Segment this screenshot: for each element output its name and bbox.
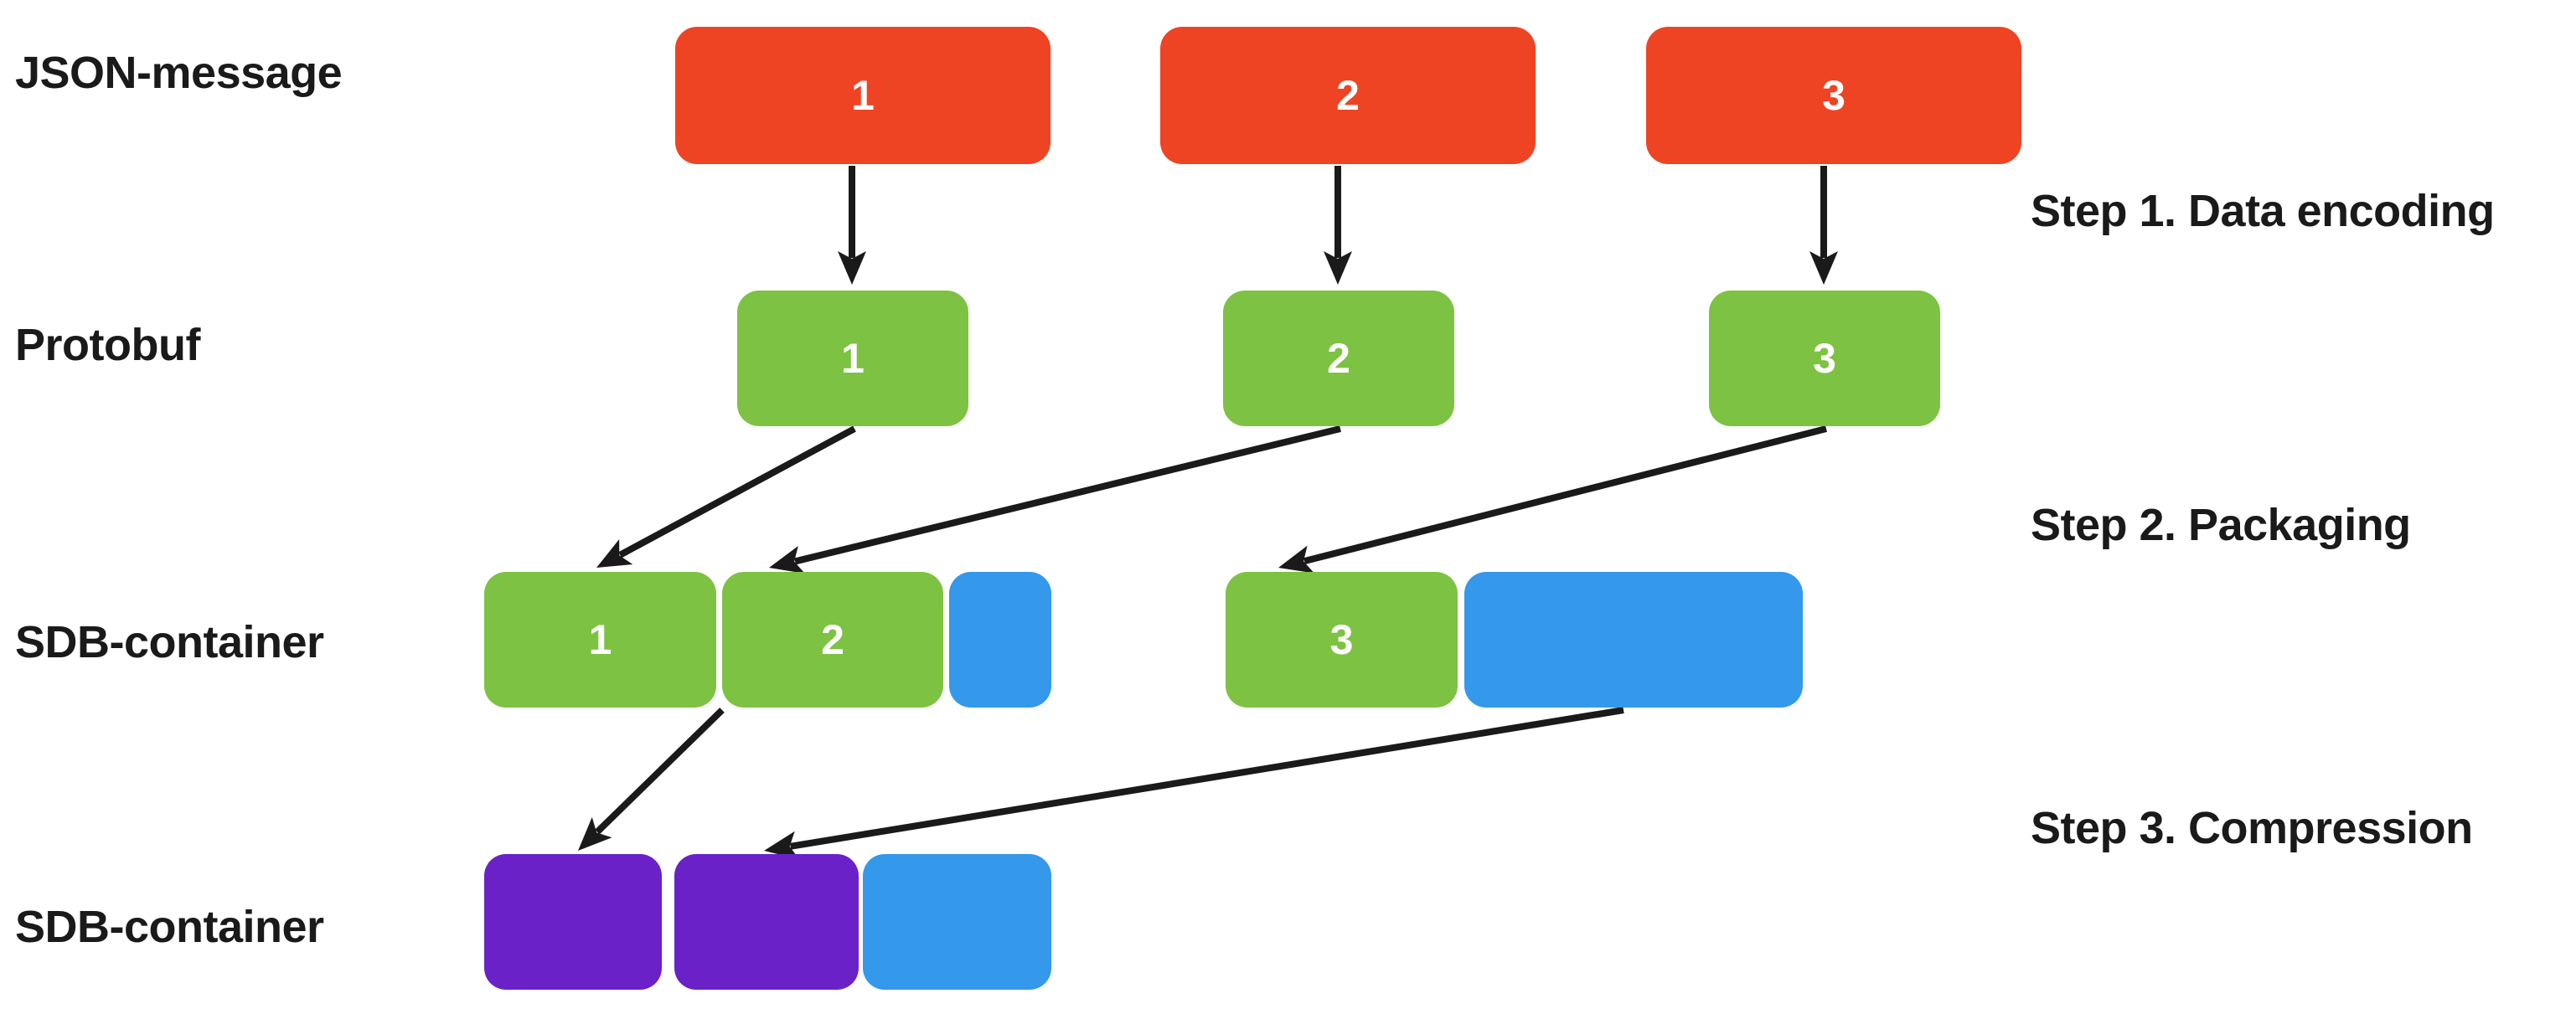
arrow-proto2-packed2-arrow: [769, 425, 1341, 574]
node-comp-1[interactable]: [484, 854, 662, 990]
node-packed-3[interactable]: 3: [1226, 572, 1458, 708]
arrow-packed2-comp1-head: [578, 816, 612, 851]
node-json-2[interactable]: 2: [1160, 27, 1536, 164]
arrow-proto3-packed3-arrow: [1278, 425, 1827, 574]
arrow-proto2-packed2-head: [769, 546, 805, 574]
arrow-json1-proto1-head: [838, 251, 866, 285]
arrow-proto1-packed1-arrow: [596, 425, 856, 568]
node-packed-2[interactable]: 2: [722, 572, 943, 708]
row-label-sdb-container-packed: SDB-container: [15, 617, 324, 667]
row-label-protobuf: Protobuf: [15, 320, 200, 370]
node-comp-free[interactable]: [863, 854, 1051, 990]
row-label-json-message: JSON-message: [15, 48, 343, 98]
node-proto-3[interactable]: 3: [1709, 291, 1940, 426]
arrow-packed2-comp1-shaft: [595, 708, 725, 835]
arrow-proto2-packed2-shaft: [794, 425, 1341, 565]
arrow-proto1-packed1-shaft: [618, 425, 856, 558]
arrow-packed2-comp1-arrow: [578, 708, 725, 851]
node-packed-free-2[interactable]: [1464, 572, 1803, 708]
node-json-3[interactable]: 3: [1646, 27, 2021, 164]
node-comp-2[interactable]: [674, 854, 859, 990]
arrow-json1-proto1-arrow: [838, 166, 866, 285]
arrow-packedfree2-comp2-arrow: [764, 707, 1624, 860]
arrow-proto3-packed3-shaft: [1303, 425, 1827, 565]
arrow-json2-proto2-arrow: [1324, 166, 1352, 285]
step-label-1: Step 1. Data encoding: [2031, 186, 2495, 236]
node-proto-1[interactable]: 1: [737, 291, 968, 426]
step-label-2: Step 2. Packaging: [2031, 500, 2411, 550]
arrow-proto1-packed1-head: [596, 539, 633, 568]
arrow-proto3-packed3-head: [1278, 545, 1314, 574]
arrow-json3-proto3-arrow: [1809, 166, 1838, 285]
node-proto-2[interactable]: 2: [1223, 291, 1454, 426]
arrow-json2-proto2-head: [1324, 251, 1352, 285]
row-label-sdb-container-compressed: SDB-container: [15, 902, 324, 952]
node-packed-1[interactable]: 1: [484, 572, 716, 708]
arrow-packedfree2-comp2-shaft: [789, 707, 1624, 850]
node-packed-free-1[interactable]: [949, 572, 1051, 708]
node-json-1[interactable]: 1: [675, 27, 1051, 164]
arrow-json3-proto3-head: [1809, 251, 1838, 285]
step-label-3: Step 3. Compression: [2031, 803, 2473, 853]
